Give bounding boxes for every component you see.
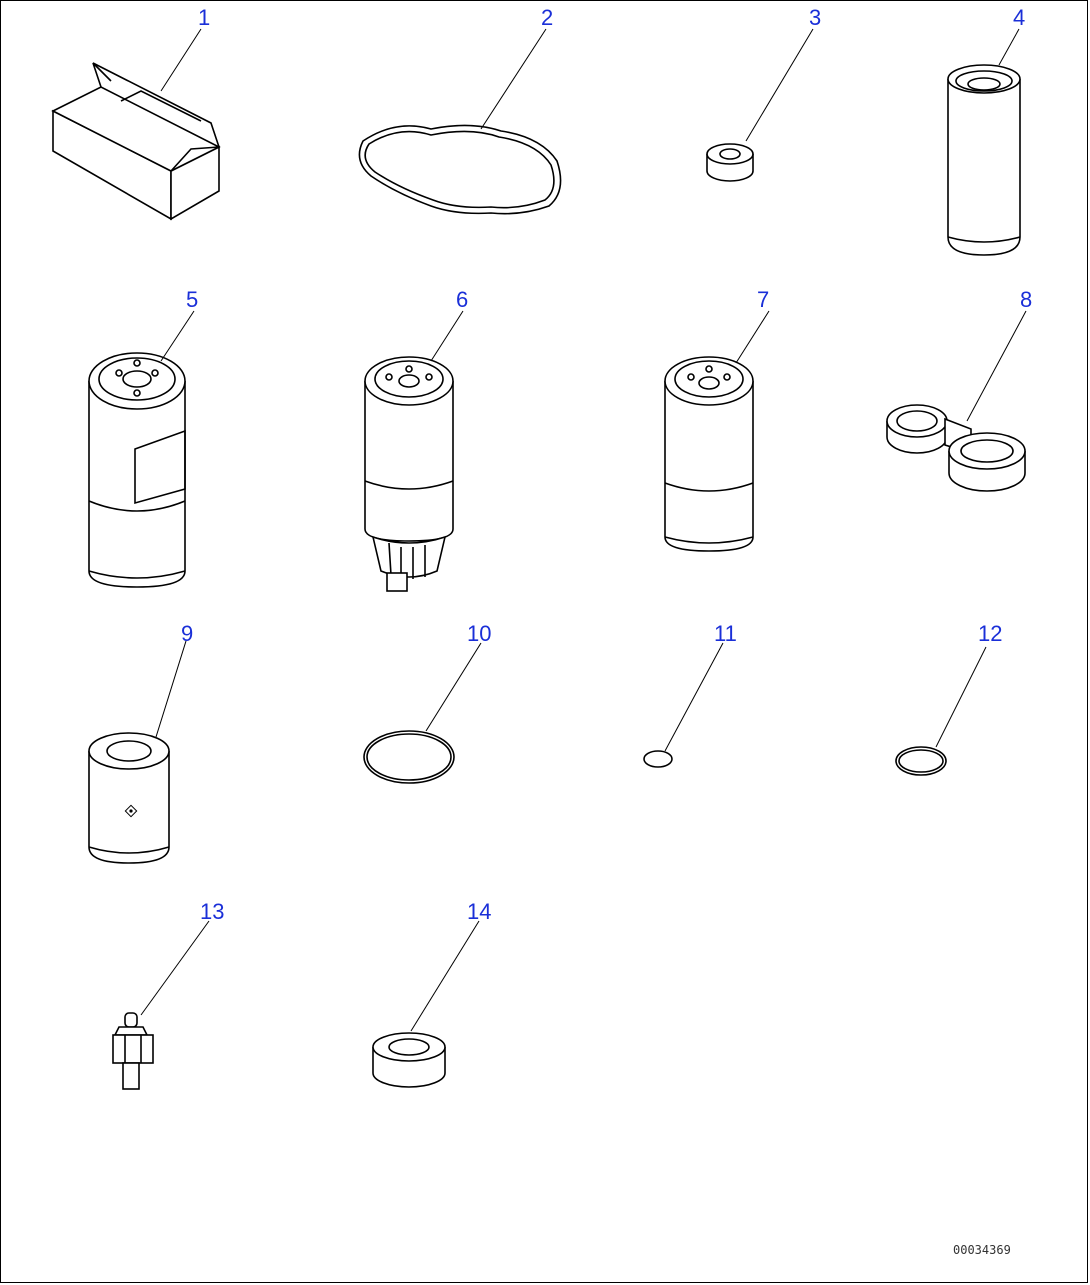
part-12-o-ring[interactable]	[895, 746, 947, 776]
part-7-filter[interactable]	[664, 356, 754, 552]
leader-3	[745, 28, 814, 142]
callout-11: 11	[714, 621, 737, 646]
leader-5	[160, 310, 195, 362]
part-4-filter-element[interactable]	[947, 64, 1021, 256]
leader-7	[735, 310, 770, 364]
leader-1	[160, 28, 202, 92]
part-14-collar[interactable]	[372, 1032, 446, 1088]
leader-11	[664, 642, 724, 752]
part-11-o-ring[interactable]	[643, 750, 673, 768]
leader-14	[410, 920, 480, 1032]
callout-12: 12	[978, 621, 1002, 646]
callout-8: 8	[1020, 287, 1032, 312]
callout-9: 9	[181, 621, 193, 646]
callout-4: 4	[1013, 5, 1025, 30]
leader-13	[140, 920, 210, 1016]
callout-1: 1	[198, 5, 210, 30]
leader-6	[430, 310, 464, 362]
part-10-o-ring[interactable]	[363, 730, 455, 784]
part-5-filter[interactable]	[88, 352, 186, 588]
callout-13: 13	[200, 899, 224, 924]
part-1-kit-box[interactable]	[51, 62, 221, 221]
callout-6: 6	[456, 287, 468, 312]
callout-3: 3	[809, 5, 821, 30]
callout-5: 5	[186, 287, 198, 312]
part-13-grease-fitting[interactable]	[112, 1012, 154, 1090]
callout-7: 7	[757, 287, 769, 312]
callout-2: 2	[541, 5, 553, 30]
part-2-gasket[interactable]	[358, 124, 562, 215]
leader-10	[425, 642, 482, 732]
leader-9	[155, 640, 187, 738]
drawing-code: 00034369	[953, 1243, 1011, 1257]
leader-8	[966, 310, 1027, 422]
leader-12	[935, 646, 987, 748]
callout-10: 10	[467, 621, 491, 646]
part-8-filter-wrench[interactable]	[886, 404, 1026, 492]
leader-2	[480, 28, 547, 130]
callout-14: 14	[467, 899, 491, 924]
part-6-fuel-filter[interactable]	[364, 356, 454, 592]
part-3-bushing[interactable]	[706, 143, 754, 182]
part-9-filter-element[interactable]	[88, 732, 170, 864]
leader-4	[998, 28, 1020, 66]
